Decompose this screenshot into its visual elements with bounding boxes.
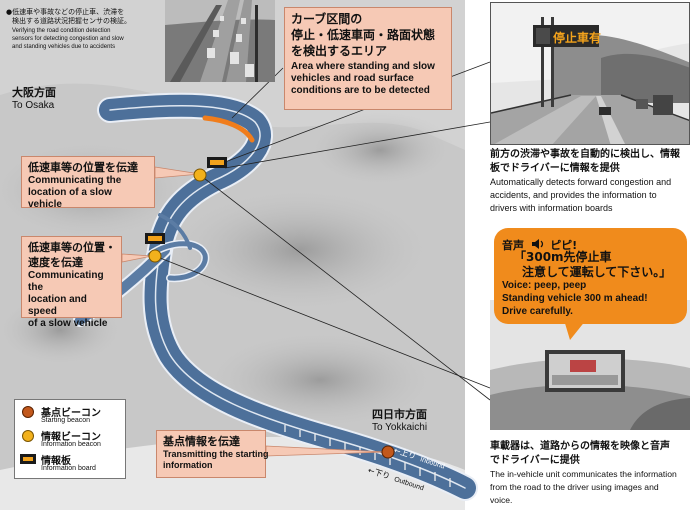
legend-information-beacon-en: Information beacon (41, 441, 101, 448)
legend-information-beacon-jp: 情報ビーコン (41, 432, 101, 443)
legend-information-board-jp: 情報板 (41, 456, 71, 467)
vehicle-caption-en-2: from the road to the driver using images… (490, 482, 659, 492)
voice-bubble-tail (564, 320, 586, 340)
hill (150, 180, 450, 320)
position-speed-en-1: Communicating the (28, 270, 104, 293)
direction-osaka-en: To Osaka (12, 100, 55, 111)
position-speed-callout: 低速車等の位置・ 速度を伝達 Communicating the locatio… (21, 236, 122, 329)
legend-starting-beacon-en: Starting beacon (41, 417, 91, 424)
voice-label: 音声 (502, 239, 524, 252)
legend-information-board-en: Information board (41, 465, 96, 472)
detection-area-jp-3: を検出するエリア (291, 44, 388, 58)
highway-photo: 停止車有 (490, 2, 690, 145)
sensor-note-en-1: Verifying the road condition detection (12, 28, 111, 34)
position-speed-jp-1: 低速車等の位置・ (28, 241, 116, 254)
position-speed-en-2: location and speed (28, 294, 87, 317)
starting-beacon-marker (381, 445, 395, 459)
position-callout-en-2: location of a slow vehicle (28, 187, 112, 210)
voice-en-1: Voice: peep, peep (502, 280, 587, 291)
sensor-note: ●低速車や事故などの停止車、渋滞を 検出する道路状況把握センサの検証。 Veri… (6, 8, 166, 51)
sensor-note-jp-1: ●低速車や事故などの停止車、渋滞を (6, 8, 125, 16)
bridge-pillars (284, 425, 451, 487)
voice-en-2: Standing vehicle 300 m ahead! (502, 293, 648, 304)
callout-pointer (121, 253, 153, 263)
information-beacon-marker (148, 249, 162, 263)
information-board-marker (145, 233, 165, 244)
voice-label-row: 音声 ピピ! (502, 234, 577, 253)
highway-caption-en-1: Automatically detects forward congestion… (490, 177, 672, 187)
direction-yokkaichi: 四日市方面 To Yokkaichi (372, 406, 427, 433)
sensor-photo (165, 0, 275, 82)
voice-en-3: Drive carefully. (502, 306, 573, 317)
vehicle-caption-en-1: The in-vehicle unit communicates the inf… (490, 469, 677, 479)
pointer-lines (154, 61, 491, 401)
in-vehicle-caption: 車載器は、道路からの情報を映像と音声 でドライバーに提供 The in-vehi… (490, 440, 694, 507)
starting-info-callout: 基点情報を伝達 Transmitting the starting inform… (156, 430, 269, 478)
direction-yokkaichi-jp: 四日市方面 (372, 408, 427, 421)
starting-info-jp: 基点情報を伝達 (163, 435, 240, 448)
position-callout-jp: 低速車等の位置を伝達 (28, 161, 138, 174)
information-board-icon (20, 454, 36, 464)
detection-area-en-1: Area where standing and slow (291, 61, 435, 72)
highway-photo-caption: 前方の渋滞や事故を自動的に検出し、情報 板でドライバーに情報を提供 Automa… (490, 148, 694, 215)
position-speed-en-3: of a slow vehicle (28, 318, 108, 329)
callout-pointer (154, 166, 201, 179)
voice-bubble: 音声 ピピ! 「300m先停止車 注意して運転して下さい。」 Voice: pe… (494, 228, 687, 324)
highway-photo-image: 停止車有 (491, 3, 689, 144)
position-callout: 低速車等の位置を伝達 Communicating the location of… (21, 156, 155, 210)
detection-area-jp-2: 停止・低速車両・路面状態 (291, 28, 436, 42)
voice-jp-2: 注意して運転して下さい。」 (522, 265, 672, 279)
highway-caption-jp-1: 前方の渋滞や事故を自動的に検出し、情報 (490, 149, 680, 160)
detection-area-callout: カーブ区間の 停止・低速車両・路面状態 を検出するエリア Area where … (284, 7, 452, 110)
information-beacon-marker (193, 168, 207, 182)
speaker-icon (532, 239, 544, 249)
starting-info-en-1: Transmitting the starting (163, 449, 269, 459)
information-beacon-icon (22, 430, 34, 442)
vehicle-caption-en-3: voice. (490, 495, 513, 505)
sensor-note-en-2: sensors for detecting congestion and slo… (12, 36, 124, 42)
voice-jp-1: 「300m先停止車 (514, 250, 612, 264)
hill (300, 110, 460, 190)
detection-area-curve (202, 115, 255, 143)
detection-area-en-3: conditions are to be detected (291, 85, 430, 96)
sensor-note-jp-2: 検出する道路状況把握センサの検証。 (12, 17, 131, 25)
vehicle-caption-jp-2: でドライバーに提供 (490, 455, 580, 466)
detection-area-jp-1: カーブ区間の (291, 12, 363, 26)
direction-osaka: 大阪方面 To Osaka (12, 84, 56, 111)
highway-caption-en-2: accidents, and provides the information … (490, 190, 657, 200)
starting-beacon-icon (22, 406, 34, 418)
voice-peep: ピピ! (550, 239, 578, 252)
position-callout-en-1: Communicating the (28, 175, 122, 186)
starting-info-en-2: information (163, 460, 213, 470)
interchange-ramp-fill (147, 241, 208, 281)
position-speed-jp-2: 速度を伝達 (28, 256, 83, 269)
direction-osaka-jp: 大阪方面 (12, 86, 56, 99)
vehicle-caption-jp-1: 車載器は、道路からの情報を映像と音声 (490, 441, 670, 452)
highway-caption-jp-2: 板でドライバーに情報を提供 (490, 163, 620, 174)
legend-starting-beacon-jp: 基点ビーコン (41, 408, 101, 419)
direction-yokkaichi-en: To Yokkaichi (372, 422, 428, 433)
ramp (158, 213, 192, 250)
detection-area-en-2: vehicles and road surface (291, 73, 414, 84)
highway-caption-en-3: drivers with information boards (490, 203, 613, 213)
legend: 基点ビーコン Starting beacon 情報ビーコン Informatio… (14, 399, 126, 479)
information-board-marker (207, 157, 227, 168)
sensor-note-en-3: and standing vehicles due to accidents (12, 44, 116, 50)
callout-pointer (265, 445, 387, 457)
info-board-text: 停止車有 (553, 30, 601, 45)
